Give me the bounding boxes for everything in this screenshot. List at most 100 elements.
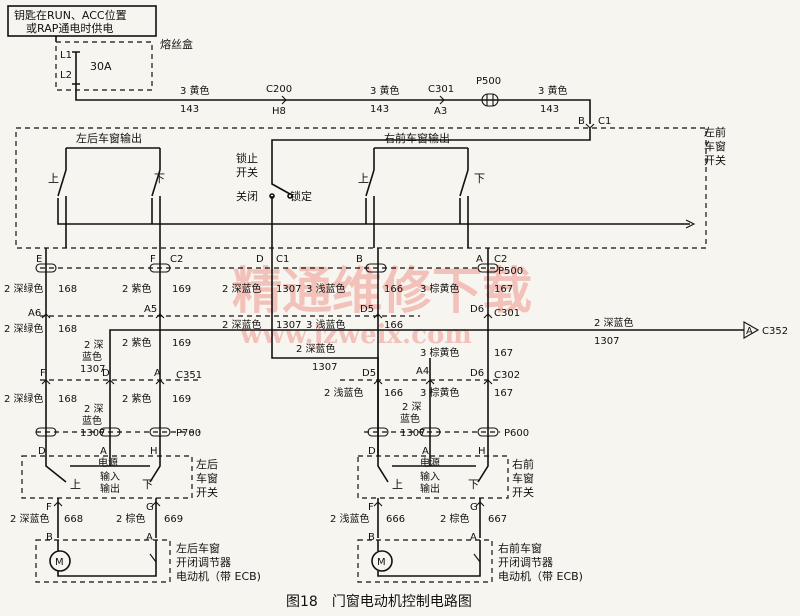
svg-text:166: 166 bbox=[384, 284, 403, 295]
svg-text:3 棕黄色: 3 棕黄色 bbox=[420, 386, 460, 399]
p500-pass-through-icon bbox=[481, 93, 499, 107]
svg-text:H8: H8 bbox=[272, 106, 286, 117]
left-rear-window-motor bbox=[35, 539, 171, 583]
svg-text:输出: 输出 bbox=[100, 482, 120, 495]
svg-text:P700: P700 bbox=[176, 428, 201, 439]
svg-text:H: H bbox=[478, 446, 486, 457]
svg-text:168: 168 bbox=[58, 324, 77, 335]
svg-text:143: 143 bbox=[370, 104, 389, 115]
svg-text:C301: C301 bbox=[494, 308, 520, 319]
svg-text:M: M bbox=[377, 557, 386, 568]
svg-text:M: M bbox=[55, 557, 64, 568]
svg-text:锁定: 锁定 bbox=[290, 189, 312, 203]
svg-text:3 浅蓝色: 3 浅蓝色 bbox=[306, 318, 346, 331]
svg-text:蓝色: 蓝色 bbox=[82, 414, 102, 427]
fuse-pin-l2: L2 bbox=[60, 70, 72, 81]
svg-text:D5: D5 bbox=[360, 304, 374, 315]
svg-text:电源: 电源 bbox=[98, 456, 118, 469]
svg-text:B: B bbox=[46, 532, 53, 543]
svg-text:开闭调节器: 开闭调节器 bbox=[498, 556, 553, 569]
svg-text:A: A bbox=[154, 368, 161, 379]
svg-text:A: A bbox=[146, 532, 153, 543]
svg-text:2 浅蓝色: 2 浅蓝色 bbox=[324, 386, 364, 399]
svg-text:B: B bbox=[368, 532, 375, 543]
svg-text:车窗: 车窗 bbox=[704, 139, 726, 153]
svg-text:1307: 1307 bbox=[80, 364, 105, 375]
svg-text:蓝色: 蓝色 bbox=[400, 412, 420, 425]
svg-text:右前: 右前 bbox=[512, 457, 534, 471]
rr-motor-icon bbox=[371, 550, 393, 572]
right-front-window-motor bbox=[357, 539, 493, 583]
svg-text:下: 下 bbox=[154, 172, 165, 185]
rl-down-contact-icon bbox=[151, 169, 161, 197]
svg-text:输入: 输入 bbox=[420, 470, 440, 483]
svg-text:2 紫色: 2 紫色 bbox=[122, 282, 152, 295]
svg-text:169: 169 bbox=[172, 284, 191, 295]
svg-text:166: 166 bbox=[384, 388, 403, 399]
left-rear-window-switch bbox=[21, 455, 193, 499]
svg-text:下: 下 bbox=[468, 478, 479, 491]
svg-text:D: D bbox=[368, 446, 376, 457]
svg-text:左后车窗输出: 左后车窗输出 bbox=[76, 131, 142, 145]
svg-text:2 紫色: 2 紫色 bbox=[122, 336, 152, 349]
left-front-window-switch bbox=[15, 127, 707, 249]
svg-text:1307: 1307 bbox=[594, 336, 619, 347]
svg-text:H: H bbox=[150, 446, 158, 457]
svg-text:开关: 开关 bbox=[704, 153, 726, 167]
svg-text:F: F bbox=[150, 254, 156, 265]
svg-text:左前: 左前 bbox=[704, 125, 726, 139]
svg-text:关闭: 关闭 bbox=[236, 189, 258, 203]
connector-c200: C200 bbox=[266, 84, 292, 95]
svg-text:667: 667 bbox=[488, 514, 507, 525]
connector-c1-top: C1 bbox=[598, 116, 611, 127]
rr-up-contact-icon bbox=[365, 169, 375, 197]
svg-text:左后车窗: 左后车窗 bbox=[176, 541, 220, 555]
svg-text:D6: D6 bbox=[470, 304, 484, 315]
svg-text:143: 143 bbox=[540, 104, 559, 115]
svg-text:1307: 1307 bbox=[312, 362, 337, 373]
svg-text:下: 下 bbox=[142, 478, 153, 491]
svg-text:3 黄色: 3 黄色 bbox=[370, 84, 400, 97]
svg-text:168: 168 bbox=[58, 284, 77, 295]
svg-text:A6: A6 bbox=[28, 308, 41, 319]
svg-text:上: 上 bbox=[358, 172, 369, 185]
svg-text:2 紫色: 2 紫色 bbox=[122, 392, 152, 405]
svg-text:A: A bbox=[422, 446, 429, 457]
svg-text:电动机（带 ECB): 电动机（带 ECB) bbox=[498, 569, 583, 583]
svg-text:P600: P600 bbox=[504, 428, 529, 439]
svg-text:143: 143 bbox=[180, 104, 199, 115]
svg-text:2 深蓝色: 2 深蓝色 bbox=[594, 316, 634, 329]
svg-text:666: 666 bbox=[386, 514, 405, 525]
svg-text:上: 上 bbox=[392, 478, 403, 491]
svg-text:3 棕黄色: 3 棕黄色 bbox=[420, 282, 460, 295]
svg-text:2 深: 2 深 bbox=[84, 339, 104, 351]
figure-caption: 图18 门窗电动机控制电路图 bbox=[286, 593, 472, 610]
c200-connector-icon bbox=[281, 95, 287, 105]
watermark-cn: 精通维修下载 bbox=[232, 261, 532, 320]
svg-text:C302: C302 bbox=[494, 370, 520, 381]
power-condition-line1: 钥匙在RUN、ACC位置 bbox=[14, 8, 127, 22]
svg-text:开闭调节器: 开闭调节器 bbox=[176, 556, 231, 569]
svg-text:2 深绿色: 2 深绿色 bbox=[4, 322, 44, 335]
svg-text:D: D bbox=[102, 368, 110, 379]
power-condition-box bbox=[7, 5, 157, 37]
svg-text:A5: A5 bbox=[144, 304, 157, 315]
svg-text:电源: 电源 bbox=[420, 456, 440, 469]
c352-connector-icon bbox=[743, 321, 760, 339]
svg-text:1307: 1307 bbox=[80, 428, 105, 439]
svg-text:车窗: 车窗 bbox=[512, 471, 534, 485]
svg-text:A: A bbox=[470, 532, 477, 543]
svg-text:3 黄色: 3 黄色 bbox=[538, 84, 568, 97]
svg-text:D: D bbox=[256, 254, 264, 265]
svg-text:2 深蓝色: 2 深蓝色 bbox=[10, 512, 50, 525]
watermark-url: www.jzweix.com bbox=[239, 320, 472, 350]
svg-text:C1: C1 bbox=[276, 254, 289, 265]
svg-text:E: E bbox=[36, 254, 42, 265]
svg-text:167: 167 bbox=[494, 348, 513, 359]
svg-text:F: F bbox=[368, 502, 374, 513]
right-front-window-switch bbox=[357, 455, 509, 499]
rl-motor-icon bbox=[49, 550, 71, 572]
svg-text:左后: 左后 bbox=[196, 458, 218, 471]
svg-text:A: A bbox=[100, 446, 107, 457]
